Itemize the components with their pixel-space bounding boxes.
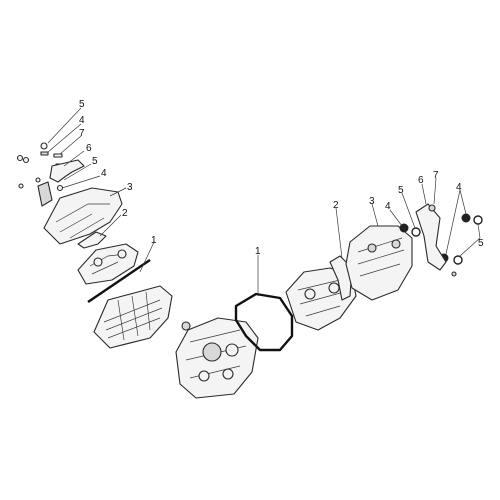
callout-right-3: 3	[369, 196, 375, 207]
right-bolt-5b	[473, 215, 483, 225]
callout-left-5-top: 5	[79, 99, 85, 110]
center-head-port-d	[222, 368, 234, 380]
leader-right-5a	[477, 223, 481, 239]
leader-right-5b	[459, 237, 481, 257]
center-head-port-b	[225, 343, 239, 357]
callout-left-3: 3	[127, 182, 133, 193]
callout-right-2: 2	[333, 200, 339, 211]
center-head-port-c	[198, 370, 210, 382]
right-valve-cover-3	[345, 225, 413, 301]
left-head-plug	[181, 321, 191, 331]
left-bolt-small-b	[22, 156, 30, 164]
right-cover-bolt-b	[391, 239, 401, 249]
callout-left-4-mid: 4	[101, 168, 107, 179]
callout-right-4: 4	[456, 182, 462, 193]
callout-labels: 5 4 7 6 5 4 3 2 1 1 2 3 4 5 6 7 4 5	[79, 99, 484, 257]
left-gasket-2	[77, 231, 107, 249]
leader-left-5-mid	[63, 163, 92, 181]
callout-left-5-mid: 5	[92, 156, 98, 167]
callout-left-1: 1	[151, 235, 157, 246]
callout-right-6: 6	[418, 175, 424, 186]
callout-left-2: 2	[122, 208, 128, 219]
left-cam-carrier	[77, 243, 139, 285]
left-cam-journal-b	[117, 249, 127, 259]
left-valve-cover-ribs	[55, 203, 110, 239]
right-bolt-5c	[453, 255, 463, 265]
center-head-port-a	[202, 342, 222, 362]
center-cam-journal-b	[328, 282, 340, 294]
left-head-fins	[103, 291, 163, 341]
left-bolt-small-c	[18, 183, 24, 189]
callout-right-5: 5	[478, 238, 484, 249]
right-spacer-7	[428, 204, 436, 212]
left-bracket-6	[49, 159, 85, 183]
leader-left-7	[59, 135, 82, 155]
right-washer-4b	[461, 213, 471, 223]
center-cam-journal-a	[304, 288, 316, 300]
callout-right-4-left: 4	[385, 201, 391, 212]
leader-right-2	[335, 207, 343, 259]
left-spacer-7	[53, 153, 63, 158]
leader-left-1	[139, 241, 155, 273]
left-bolt-small-d	[35, 177, 41, 183]
left-gasket-1	[87, 259, 151, 303]
left-valve-cover-3	[43, 187, 123, 245]
callout-right-7: 7	[433, 170, 439, 181]
right-small-bolt	[451, 271, 457, 277]
leader-right-5-left	[401, 192, 416, 229]
callout-left-7: 7	[79, 128, 85, 139]
left-washer-4	[40, 151, 49, 156]
leader-lines	[47, 107, 481, 296]
leader-left-2	[99, 214, 122, 237]
leader-right-6	[421, 183, 427, 205]
leader-right-4a	[459, 189, 467, 215]
center-gasket-1	[234, 292, 294, 352]
leader-left-4-top	[47, 123, 82, 153]
left-cam-journal-a	[93, 257, 103, 267]
left-clip	[37, 181, 53, 207]
right-cover-bolt-a	[367, 243, 377, 253]
leader-right-4-left	[389, 209, 403, 227]
callout-center-1: 1	[255, 246, 261, 257]
right-bracket-6	[415, 203, 447, 271]
leader-right-7	[433, 177, 437, 205]
callout-left-4-top: 4	[79, 115, 85, 126]
leader-left-6	[63, 150, 85, 167]
leader-left-5-top	[47, 107, 82, 144]
left-bolt-4-lower	[56, 184, 64, 192]
callout-right-5-left: 5	[398, 185, 404, 196]
leader-right-3	[371, 203, 379, 227]
leader-left-4-mid	[61, 175, 101, 189]
left-bolt-small-a	[16, 154, 24, 162]
leader-right-4b	[445, 189, 461, 255]
center-cam-lines	[297, 279, 345, 317]
callout-left-6: 6	[86, 143, 92, 154]
right-bolt-5a	[411, 227, 421, 237]
left-bolt-5	[40, 142, 48, 150]
left-cylinder-head	[93, 285, 173, 349]
leader-left-3	[109, 187, 127, 197]
